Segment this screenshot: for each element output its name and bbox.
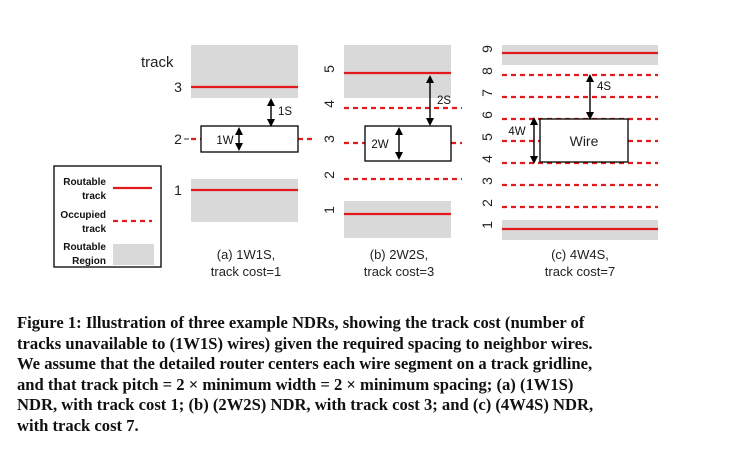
legend: Routable track Occupied track Routable R…	[53, 165, 162, 268]
panel-a-caption-2: track cost=1	[211, 264, 281, 279]
legend-routable-track-1: Routable	[63, 177, 106, 188]
legend-routable-region-1: Routable	[63, 242, 106, 253]
track-number-b-1: 1	[321, 206, 337, 214]
caption-line-5: NDR, with track cost 1; (b) (2W2S) NDR, …	[17, 395, 594, 414]
legend-occupied-track-2: track	[82, 224, 106, 235]
panel-c-caption-2: track cost=7	[545, 264, 615, 279]
caption-line-4: and that track pitch = 2 × minimum width…	[17, 374, 574, 394]
panel-b: 5 4 3 2 1 2W 2S (b) 2W2S, track cost=3	[321, 45, 462, 279]
track-number-c-7: 7	[479, 89, 495, 97]
wire-label-c: Wire	[570, 133, 599, 149]
wire-a	[200, 125, 299, 153]
spacing-label-b: 2S	[437, 95, 451, 107]
legend-routable-region-swatch	[113, 244, 154, 265]
spacing-label-a: 1S	[278, 106, 292, 118]
track-number-c-8: 8	[479, 67, 495, 75]
wire-b	[364, 125, 452, 162]
track-number-c-6: 6	[479, 111, 495, 119]
track-number-a-1: 1	[174, 182, 182, 198]
caption-line-1: Figure 1: Illustration of three example …	[17, 313, 585, 332]
track-number-c-4: 4	[479, 155, 495, 163]
panel-b-caption-1: (b) 2W2S,	[370, 247, 429, 262]
legend-occupied-track-1: Occupied	[60, 210, 106, 221]
track-number-c-3: 3	[479, 177, 495, 185]
track-number-b-3: 3	[321, 135, 337, 143]
routable-region-top-c	[502, 45, 658, 65]
track-number-a-2: 2	[174, 131, 182, 147]
panel-a: track 3 2 1 1W 1S (a) 1W1S, track cost=1	[141, 45, 312, 279]
track-number-b-5: 5	[321, 65, 337, 73]
figure-caption: Figure 1: Illustration of three example …	[17, 313, 727, 436]
track-number-b-2: 2	[321, 171, 337, 179]
width-label-a: 1W	[216, 135, 233, 147]
routable-region-top-a	[191, 45, 298, 98]
track-number-c-5: 5	[479, 133, 495, 141]
wire-c	[539, 118, 629, 163]
panel-a-caption-1: (a) 1W1S,	[217, 247, 276, 262]
track-number-c-1: 1	[479, 221, 495, 229]
track-number-c-2: 2	[479, 199, 495, 207]
routable-region-bottom-a	[191, 179, 298, 222]
legend-routable-region-2: Region	[72, 256, 106, 267]
track-number-c-9: 9	[479, 45, 495, 53]
width-label-b: 2W	[371, 139, 388, 151]
width-label-c: 4W	[508, 126, 525, 138]
track-number-b-4: 4	[321, 100, 337, 108]
caption-line-3: We assume that the detailed router cente…	[17, 354, 593, 373]
panel-c-caption-1: (c) 4W4S,	[551, 247, 609, 262]
track-number-a-3: 3	[174, 79, 182, 95]
routable-region-bottom-b	[344, 201, 451, 238]
track-axis-label: track	[141, 54, 174, 71]
panel-c: Wire 9 8 7 6 5 4 3 2 1 4W 4S (c) 4W4S, t…	[479, 45, 658, 279]
width-label-bg-c	[505, 124, 530, 137]
panel-b-caption-2: track cost=3	[364, 264, 434, 279]
ndr-figure: track 3 2 1 1W 1S (a) 1W1S, track cost=1…	[53, 45, 658, 279]
routable-region-top-b	[344, 45, 451, 98]
caption-line-6: with track cost 7.	[17, 415, 139, 435]
legend-routable-track-2: track	[82, 191, 106, 202]
spacing-label-c: 4S	[597, 81, 611, 93]
caption-line-2: tracks unavailable to (1W1S) wires) give…	[17, 333, 593, 353]
